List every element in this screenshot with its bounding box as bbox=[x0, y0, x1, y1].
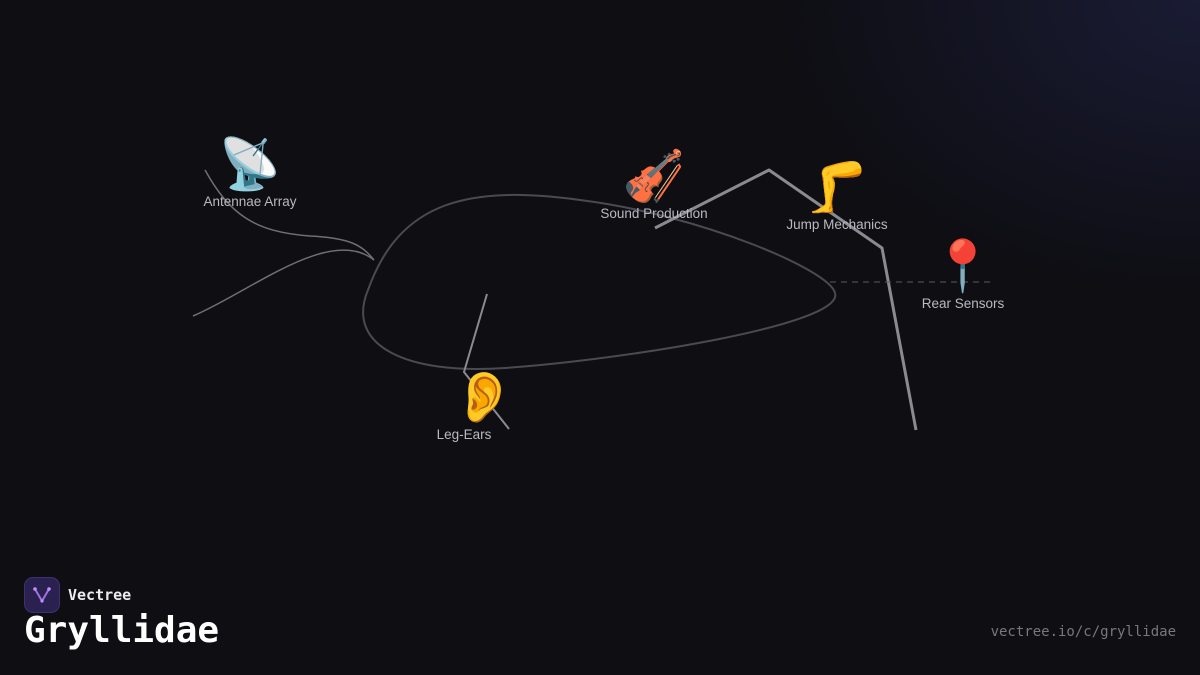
page-title: Gryllidae bbox=[24, 610, 220, 651]
node-label-antennae: Antennae Array bbox=[203, 194, 297, 209]
antenna-curve-upper bbox=[204, 169, 375, 261]
body-loop bbox=[362, 193, 837, 370]
vectree-logo-icon bbox=[24, 577, 60, 613]
node-antennae[interactable]: 📡 Antennae Array bbox=[203, 136, 296, 209]
node-rear-sensors[interactable]: 📍 Rear Sensors bbox=[922, 238, 1005, 311]
leg-icon: 🦵 bbox=[805, 158, 869, 216]
ear-leg-line bbox=[462, 293, 510, 430]
page-url[interactable]: vectree.io/c/gryllidae bbox=[990, 624, 1176, 640]
node-label-leg-ears: Leg-Ears bbox=[436, 427, 492, 442]
violin-icon: 🎻 bbox=[622, 147, 686, 205]
brand-name: Vectree bbox=[68, 586, 132, 604]
node-leg-ears[interactable]: 👂 Leg-Ears bbox=[413, 368, 516, 442]
jump-leg-line bbox=[654, 168, 918, 431]
node-sound-production[interactable]: 🎻 Sound Production bbox=[600, 148, 707, 221]
ear-icon: 👂 bbox=[452, 368, 516, 426]
antenna-curve-lower bbox=[192, 249, 375, 317]
node-jump-mechanics[interactable]: 🦵 Jump Mechanics bbox=[786, 159, 887, 232]
pin-icon: 📍 bbox=[931, 237, 995, 295]
node-label-sound-production: Sound Production bbox=[600, 206, 708, 221]
satellite-dish-icon: 📡 bbox=[218, 135, 282, 193]
brand: Vectree bbox=[24, 577, 131, 613]
node-label-jump-mechanics: Jump Mechanics bbox=[786, 217, 888, 232]
node-label-rear-sensors: Rear Sensors bbox=[921, 296, 1005, 311]
